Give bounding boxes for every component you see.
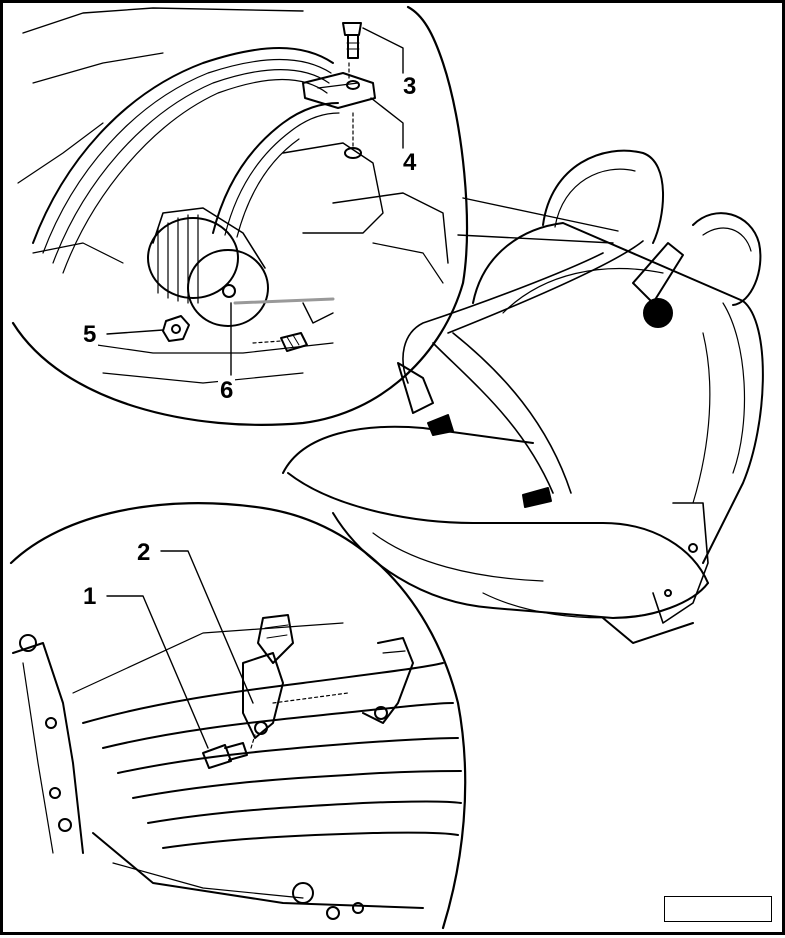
callout-2: 2	[135, 539, 153, 566]
diagram-artwork	[9, 5, 764, 930]
upper-detail-circle	[11, 5, 619, 426]
callout-6: 6	[218, 377, 236, 404]
callout-5: 5	[81, 321, 99, 348]
callout-3: 3	[401, 73, 419, 100]
callout-4: 4	[401, 149, 419, 176]
lower-detail-circle	[9, 502, 467, 930]
figure-id-box	[664, 896, 772, 922]
rear-seat	[282, 149, 764, 644]
callout-1: 1	[81, 583, 99, 610]
